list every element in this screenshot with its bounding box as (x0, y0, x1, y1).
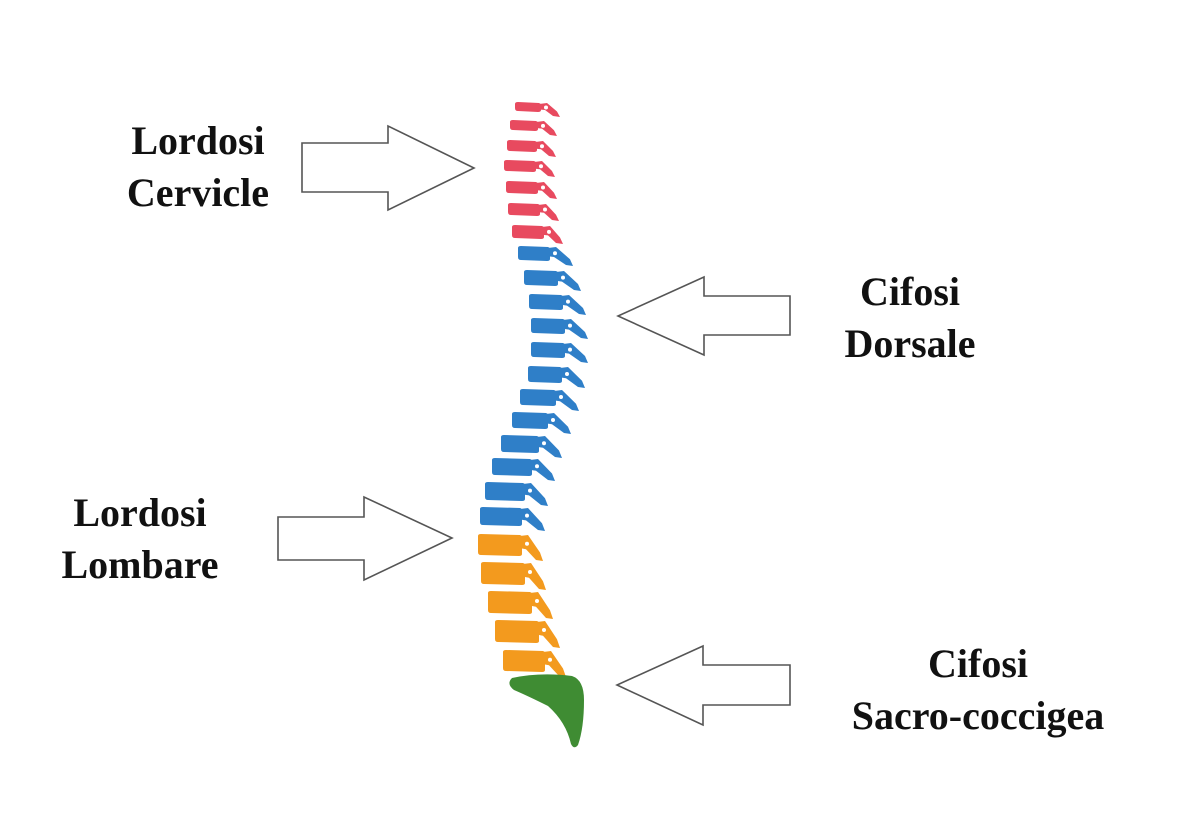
arrow-sacral (615, 644, 791, 727)
thoracic-vertebra (531, 318, 588, 339)
label-line: Lordosi (73, 490, 207, 535)
label-lordosi-cervicale: Lordosi Cervicle (112, 115, 284, 219)
cervical-vertebra (512, 225, 563, 244)
lumbar-vertebra (481, 562, 546, 590)
thoracic-vertebra (518, 246, 573, 266)
label-line: Dorsale (844, 321, 976, 366)
lumbar-vertebra (503, 650, 566, 677)
thoracic-vertebra (520, 389, 579, 411)
cervical-vertebra (508, 203, 559, 221)
cervical-vertebra (510, 120, 557, 136)
thoracic-vertebra (485, 482, 548, 506)
lumbar-vertebra (495, 620, 560, 648)
label-line: Sacro-coccigea (851, 693, 1105, 738)
label-line: Cervicle (126, 170, 270, 215)
thoracic-vertebra (480, 507, 545, 531)
thoracic-vertebra (529, 294, 586, 315)
cervical-vertebra (507, 140, 556, 157)
cervical-vertebra (504, 160, 555, 177)
label-line: Lombare (61, 542, 219, 587)
vertebral-column (478, 102, 588, 677)
label-line: Lordosi (131, 118, 265, 163)
thoracic-vertebra (528, 366, 585, 388)
cervical-vertebra (506, 181, 557, 199)
thoracic-vertebra (524, 270, 581, 291)
arrow-cervical (301, 124, 476, 212)
label-line: Cifosi (928, 641, 1028, 686)
label-cifosi-dorsale: Cifosi Dorsale (830, 266, 990, 370)
cervical-vertebra (515, 102, 560, 117)
lumbar-vertebra (488, 591, 553, 619)
arrow-lumbar (277, 495, 454, 582)
label-line: Cifosi (860, 269, 960, 314)
thoracic-vertebra (512, 412, 571, 434)
arrow-dorsal (616, 275, 791, 357)
thoracic-vertebra (492, 458, 555, 481)
thoracic-vertebra (531, 342, 588, 363)
label-lordosi-lombare: Lordosi Lombare (45, 487, 235, 591)
sacrum-coccyx (509, 674, 584, 748)
lumbar-vertebra (478, 534, 543, 561)
thoracic-vertebra (501, 435, 562, 458)
label-cifosi-sacro-coccigea: Cifosi Sacro-coccigea (830, 638, 1126, 742)
